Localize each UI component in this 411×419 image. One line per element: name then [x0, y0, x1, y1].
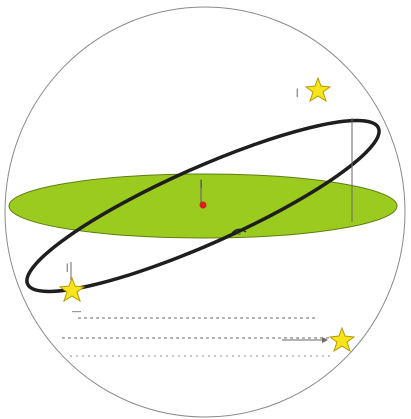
- angle-mark-label: ≈: [236, 228, 241, 238]
- star-icon: [306, 78, 330, 101]
- upper-star-tick-label: |: [296, 87, 298, 97]
- star-icon: [330, 328, 354, 351]
- observer-tick-label: |: [200, 178, 202, 188]
- star-icon: [60, 278, 84, 301]
- lower-left-mark-label: —: [72, 306, 81, 316]
- left-star-tick-label: |: [66, 262, 68, 272]
- observer-dot-icon: [200, 202, 207, 209]
